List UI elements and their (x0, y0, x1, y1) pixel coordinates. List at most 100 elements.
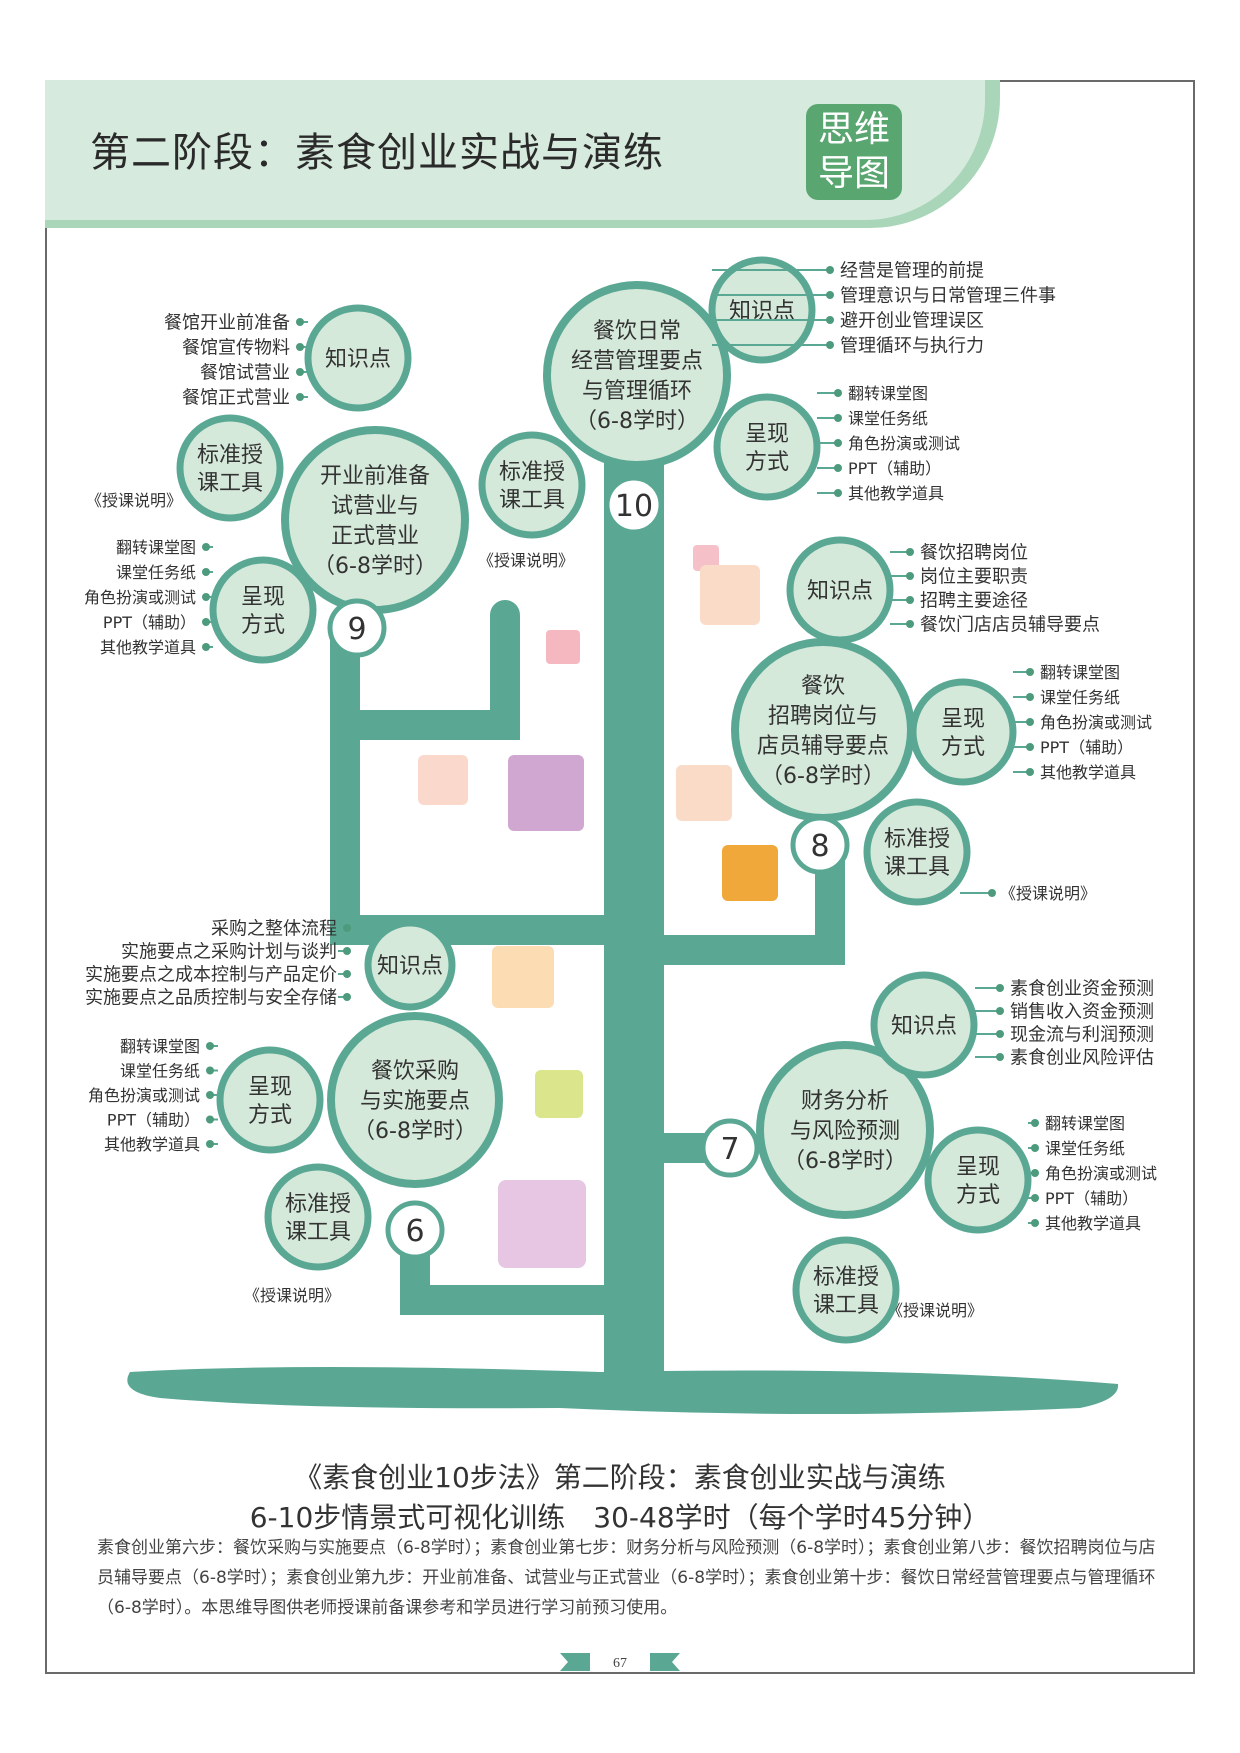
step-9-number-label: 9 (347, 612, 366, 647)
tools-note: 《授课说明》 (887, 1301, 983, 1320)
step-6-title: 与实施要点 (360, 1089, 470, 1114)
bullet-dot (826, 341, 834, 349)
step-8-title: 店员辅导要点 (757, 734, 889, 759)
mindmap-badge: 思维 导图 (806, 104, 902, 200)
knowledge-item: 餐馆正式营业 (182, 387, 290, 408)
step-6-number-label: 6 (405, 1214, 424, 1249)
knowledge-item: 经营是管理的前提 (840, 260, 984, 281)
presentation-item: PPT（辅助） (1045, 1189, 1138, 1208)
step-6-main-bubble (327, 1012, 503, 1188)
presentation-item: 翻转课堂图 (848, 384, 928, 403)
knowledge-label: 知识点 (377, 954, 443, 979)
bullet-dot (1031, 1169, 1039, 1177)
step-6-title: 餐饮采购 (371, 1059, 459, 1084)
presentation-label: 呈现 (745, 422, 789, 447)
step-10-number (604, 475, 664, 535)
presentation-item: 课堂任务纸 (120, 1061, 200, 1080)
presentation-item: 课堂任务纸 (1045, 1139, 1125, 1158)
deco-square (693, 545, 719, 571)
knowledge-item: 岗位主要职责 (920, 566, 1028, 587)
bullet-dot (202, 568, 210, 576)
step-7-title: 财务分析 (801, 1089, 889, 1114)
bullet-dot (343, 947, 351, 955)
step-9-main-bubble (281, 426, 469, 614)
presentation-item: PPT（辅助） (107, 1110, 200, 1129)
presentation-item: 角色扮演或测试 (1040, 713, 1152, 732)
bullet-dot (206, 1042, 214, 1050)
knowledge-item: 现金流与利润预测 (1010, 1024, 1154, 1045)
footer-title-1: 《素食创业10步法》第二阶段：素食创业实战与演练 (294, 1461, 946, 1494)
step-6-presentation-bubble (216, 1046, 324, 1154)
step-6-knowledge-bubble (364, 919, 456, 1011)
bullet-dot (206, 1115, 214, 1124)
step-8-number-label: 8 (810, 829, 829, 864)
tools-note: 《授课说明》 (1000, 884, 1096, 903)
knowledge-item: 餐饮门店店员辅导要点 (920, 614, 1100, 635)
bullet-dot (343, 993, 351, 1001)
bullet-dot (834, 439, 842, 447)
knowledge-item: 餐馆宣传物料 (182, 337, 290, 358)
step-9-number (327, 598, 387, 658)
knowledge-item: 管理循环与执行力 (840, 335, 984, 356)
presentation-item: 课堂任务纸 (116, 563, 196, 582)
deco-square (418, 755, 468, 805)
step-10-number-label: 10 (615, 489, 653, 524)
bullet-dot (202, 643, 210, 651)
bullet-dot (1026, 768, 1034, 776)
bullet-dot (996, 984, 1004, 992)
tools-note: 《授课说明》 (478, 551, 574, 570)
deco-square (700, 565, 760, 625)
footer-title-2: 6-10步情景式可视化训练 30-48学时（每个学时45分钟） (249, 1501, 991, 1534)
badge-line-2: 导图 (817, 153, 890, 194)
knowledge-item: 避开创业管理误区 (840, 310, 984, 331)
bullet-dot (1031, 1119, 1039, 1127)
knowledge-label: 知识点 (807, 579, 873, 604)
tools-label: 标准授 (813, 1265, 879, 1290)
page-number: 67 (613, 1656, 627, 1671)
step-8-title: （6-8学时） (761, 764, 885, 789)
step-10-tools-bubble (478, 431, 586, 539)
bullet-dot (834, 489, 842, 497)
tools-label: 标准授 (285, 1192, 351, 1217)
branch-9 (330, 620, 630, 945)
knowledge-item: 招聘主要途径 (920, 590, 1028, 611)
bullet-dot (206, 1140, 214, 1148)
presentation-label: 方式 (248, 1103, 292, 1128)
bullet-dot (1026, 693, 1034, 701)
step-8-number (790, 815, 850, 875)
step-7-number-label: 7 (720, 1132, 739, 1167)
knowledge-item: 实施要点之品质控制与安全存储 (85, 987, 337, 1008)
bullet-dot (202, 618, 210, 626)
deco-square (498, 1180, 586, 1268)
bullet-dot (343, 970, 351, 978)
bullet-dot (202, 543, 210, 551)
step-7-knowledge-bubble (870, 971, 978, 1079)
bullet-dot (296, 368, 304, 376)
step-9-title: （6-8学时） (313, 554, 437, 579)
step-8-title: 餐饮 (801, 674, 845, 699)
presentation-item: 其他教学道具 (848, 484, 944, 503)
branch-8 (640, 860, 845, 965)
presentation-label: 方式 (941, 735, 985, 760)
step-7-number (700, 1118, 760, 1178)
presentation-item: 课堂任务纸 (848, 409, 928, 428)
tools-label: 标准授 (197, 443, 263, 468)
presentation-item: 其他教学道具 (104, 1135, 200, 1154)
step-10-title: 与管理循环 (582, 379, 692, 404)
tools-note: 《授课说明》 (244, 1286, 340, 1305)
knowledge-item: 餐馆开业前准备 (164, 312, 290, 333)
presentation-item: 其他教学道具 (100, 638, 196, 657)
presentation-item: 角色扮演或测试 (1045, 1164, 1157, 1183)
bullet-dot (1026, 718, 1034, 726)
knowledge-item: 餐饮招聘岗位 (920, 542, 1028, 563)
presentation-item: 翻转课堂图 (120, 1037, 200, 1056)
footer-description: 素食创业第六步：餐饮采购与实施要点（6-8学时）；素食创业第七步：财务分析与风险… (97, 1538, 1156, 1618)
presentation-label: 呈现 (941, 707, 985, 732)
tree-ground (127, 1367, 1119, 1414)
tools-label: 课工具 (197, 471, 263, 496)
bullet-dot (996, 1030, 1004, 1038)
step-7-title: （6-8学时） (783, 1149, 907, 1174)
bullet-dot (1031, 1194, 1039, 1202)
tools-label: 课工具 (285, 1220, 351, 1245)
step-10-presentation-bubble (713, 393, 821, 501)
